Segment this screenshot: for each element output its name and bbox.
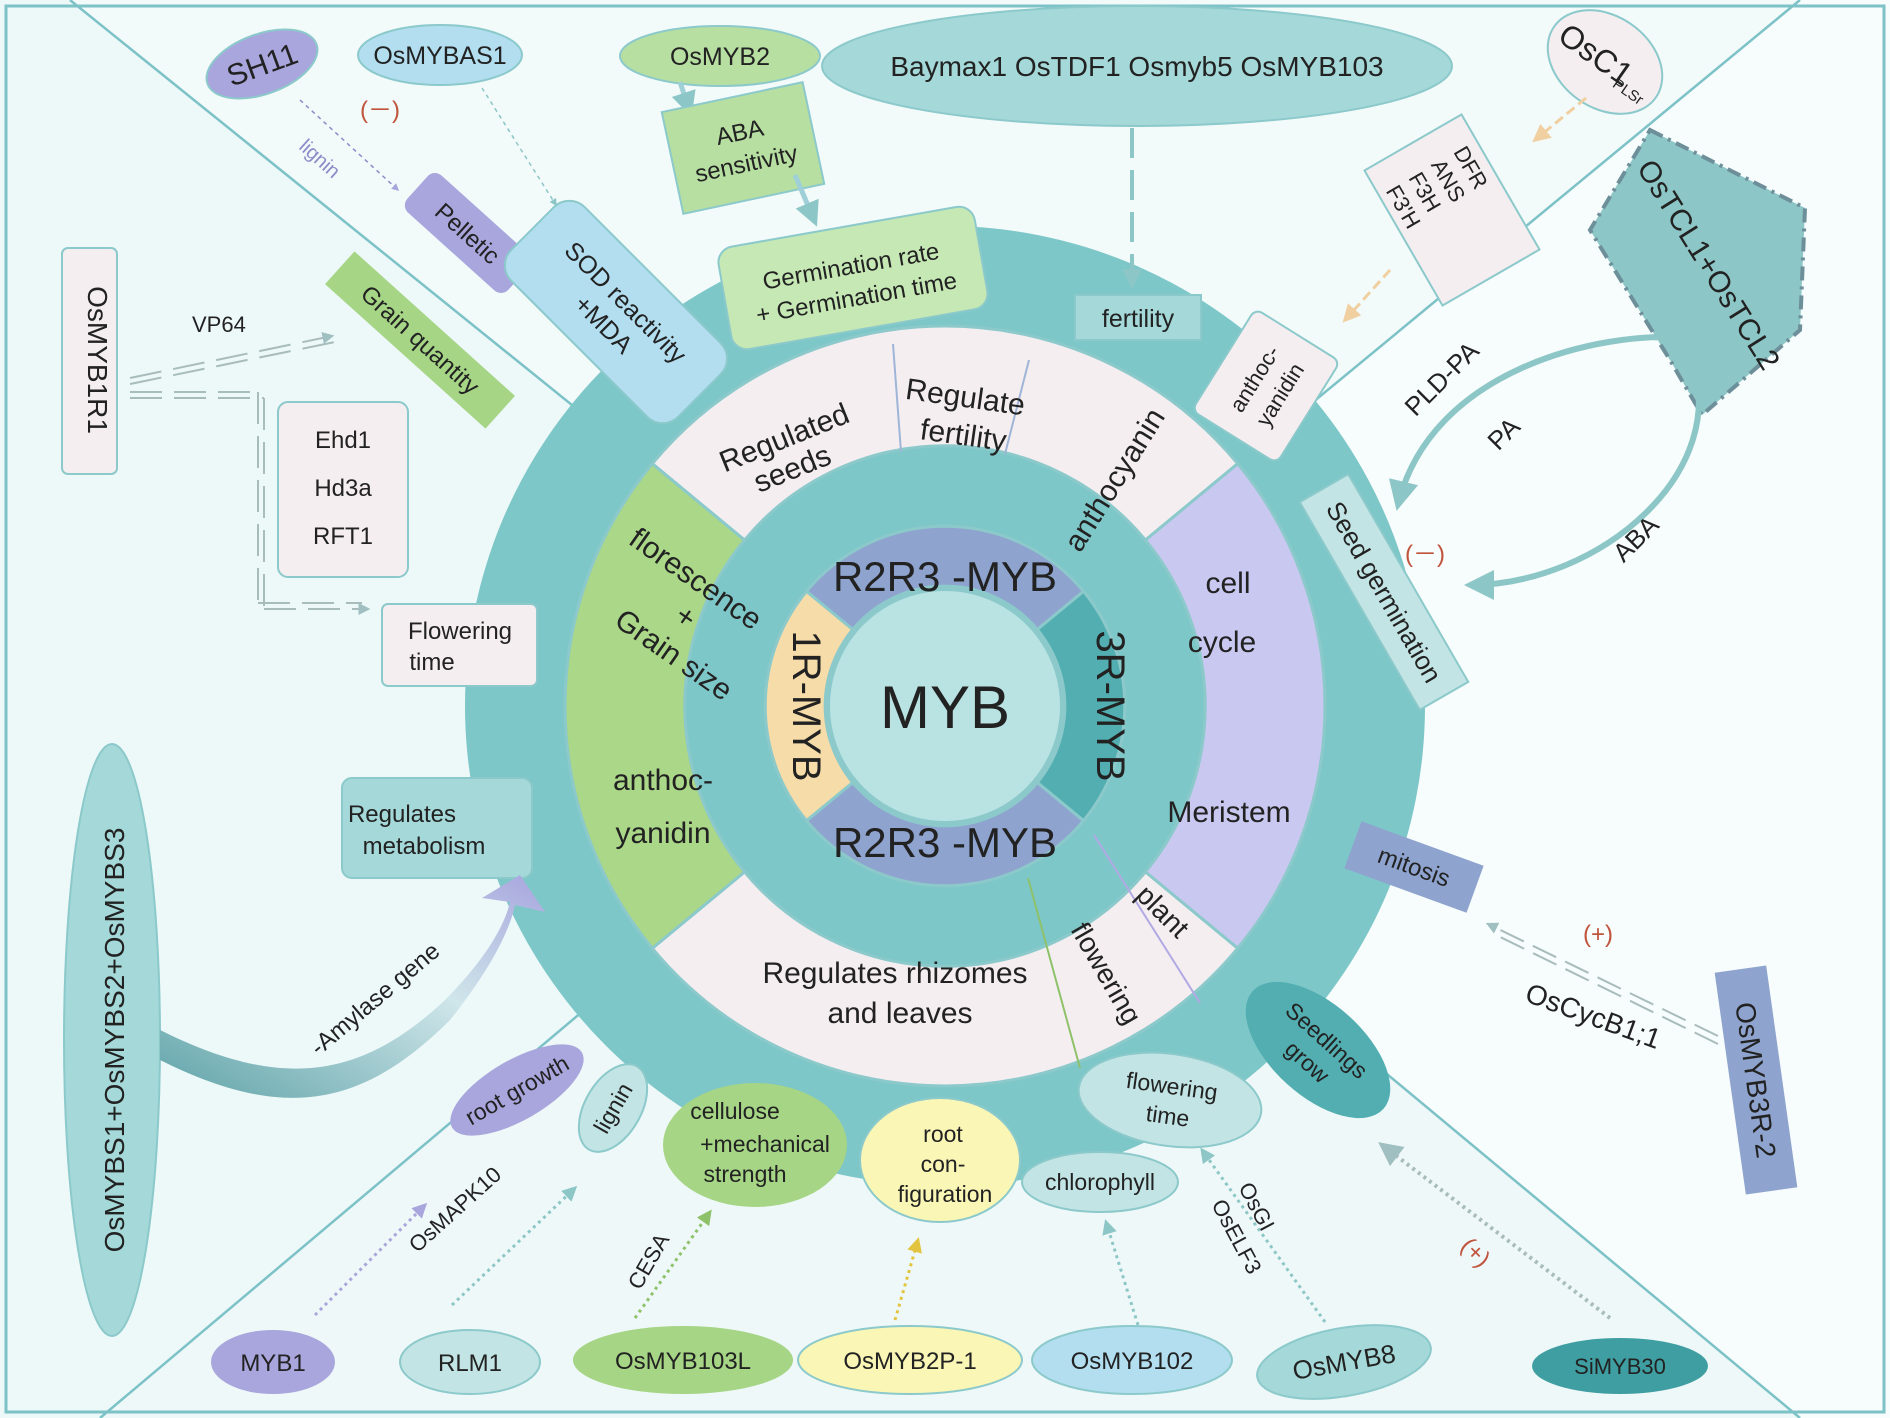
center-circle bbox=[826, 587, 1064, 825]
simyb30-node[interactable]: SiMYB30 bbox=[1532, 1338, 1708, 1394]
ring-bottom-label: R2R3 -MYB bbox=[833, 819, 1057, 866]
osmyb1r1-node[interactable]: OsMYB1R1 bbox=[61, 247, 118, 475]
ring-left-label: 1R-MYB bbox=[784, 630, 828, 781]
outer-anthocyanidin-l1: anthoc- bbox=[613, 764, 713, 797]
osmyb8-node[interactable]: OsMYB8 bbox=[1251, 1313, 1436, 1411]
ring-right-label: 3R-MYB bbox=[1088, 630, 1132, 781]
cellulose-node[interactable]: cellulose +mechanical strength bbox=[663, 1083, 847, 1207]
seedlings-node[interactable]: Seedlings grow bbox=[1222, 957, 1414, 1143]
ring-top-label: R2R3 -MYB bbox=[833, 553, 1057, 600]
outer-bottom-sector bbox=[650, 869, 1240, 1088]
outer-cell-l2: cycle bbox=[1188, 626, 1256, 659]
left-quadrant: OsMYB1R1 VP64 Grain quantity Ehd1 Hd3a R… bbox=[61, 247, 545, 1337]
osmyb102-label: OsMYB102 bbox=[1071, 1348, 1194, 1375]
ring-top bbox=[804, 524, 1086, 632]
outer-cell-l1: cell bbox=[1205, 567, 1250, 600]
myb1-label: MYB1 bbox=[240, 1350, 305, 1377]
osmybas1-label: OsMYBAS1 bbox=[373, 42, 506, 70]
outer-frame bbox=[4, 4, 1886, 1414]
gene-ehd1: Ehd1 bbox=[315, 427, 371, 454]
osmybs-node[interactable]: OsMYBS1+OsMYBS2+OsMYBS3 bbox=[63, 743, 161, 1337]
lignin-node[interactable]: lignin bbox=[565, 1052, 661, 1163]
cellulose-l1: cellulose bbox=[690, 1098, 780, 1124]
fertility-label: fertility bbox=[1102, 305, 1175, 333]
sh11-node[interactable]: SH11 bbox=[197, 16, 327, 112]
rlm1-node[interactable]: RLM1 bbox=[399, 1329, 541, 1395]
regulates-metabolism-node[interactable]: Regulates metabolism bbox=[341, 777, 533, 879]
rlm1-label: RLM1 bbox=[438, 1350, 502, 1377]
amylase-arrow bbox=[160, 875, 545, 1098]
osmyb102-node[interactable]: OsMYB102 bbox=[1031, 1325, 1233, 1395]
root-config-l3: figuration bbox=[898, 1181, 993, 1207]
outer-right-sector bbox=[1143, 461, 1327, 951]
myb-wheel: MYB R2R3 -MYB R2R3 -MYB 1R-MYB 3R-MYB Re… bbox=[465, 226, 1425, 1186]
gene-rft1: RFT1 bbox=[313, 523, 373, 550]
mitosis-plus: (+) bbox=[1583, 921, 1613, 948]
osmyb2p1-label: OsMYB2P-1 bbox=[843, 1348, 976, 1375]
center-label: MYB bbox=[880, 674, 1010, 741]
flowering-time-bottom-node[interactable]: flowering time bbox=[1072, 1042, 1267, 1159]
root-config-l2: con- bbox=[921, 1151, 966, 1177]
top-quadrant: SH11 (－) lignin Pelletic OsMYBAS1 SOD re… bbox=[197, 0, 1682, 464]
right-minus: (－) bbox=[1405, 541, 1445, 568]
cellulose-l3: strength bbox=[703, 1161, 786, 1187]
outer-rhizomes-l1: Regulates rhizomes bbox=[762, 957, 1027, 990]
aba-node[interactable]: ABA sensitivity bbox=[660, 80, 826, 216]
flowering-time-l2: time bbox=[409, 649, 454, 676]
osmyb1r1-label: OsMYB1R1 bbox=[82, 286, 113, 434]
outer-top-sector bbox=[650, 324, 1240, 543]
osmyb3r2-node[interactable]: OsMYB3R-2 bbox=[1714, 965, 1798, 1195]
regulates-metabolism-l1: Regulates bbox=[348, 801, 456, 828]
root-config-l1: root bbox=[923, 1121, 963, 1147]
myb1-node[interactable]: MYB1 bbox=[211, 1330, 335, 1394]
chlorophyll-node[interactable]: chlorophyll bbox=[1021, 1151, 1179, 1213]
regulates-metabolism-l2: metabolism bbox=[363, 833, 486, 860]
flowering-time-bottom-l2: time bbox=[1144, 1100, 1191, 1132]
dfr-node[interactable]: DFR ANS F3H F3'H bbox=[1363, 113, 1541, 307]
genes-node[interactable]: Ehd1 Hd3a RFT1 bbox=[277, 401, 409, 578]
outer-anthocyanidin-l2: yanidin bbox=[615, 817, 710, 850]
simyb30-label: SiMYB30 bbox=[1574, 1354, 1666, 1379]
gene-hd3a: Hd3a bbox=[314, 475, 372, 502]
outer-meristem: Meristem bbox=[1167, 796, 1290, 829]
vp64-label: VP64 bbox=[192, 312, 246, 337]
chlorophyll-label: chlorophyll bbox=[1045, 1169, 1155, 1195]
root-config-node[interactable]: root con- figuration bbox=[859, 1097, 1021, 1223]
cellulose-l2: +mechanical bbox=[700, 1131, 830, 1157]
osmyb103l-label: OsMYB103L bbox=[615, 1348, 751, 1375]
osmyb103l-node[interactable]: OsMYB103L bbox=[573, 1326, 793, 1394]
sh11-minus: (－) bbox=[360, 97, 400, 124]
baymax-label: Baymax1 OsTDF1 Osmyb5 OsMYB103 bbox=[890, 51, 1383, 82]
ring-bottom bbox=[804, 780, 1086, 888]
flowering-time-node[interactable]: Flowering time bbox=[381, 603, 538, 687]
flowering-time-l1: Flowering bbox=[408, 618, 512, 645]
anthoc-node[interactable]: anthoc- yanidin bbox=[1192, 309, 1340, 464]
ring-left bbox=[763, 589, 855, 823]
outer-left-sector bbox=[563, 461, 747, 951]
outer-rhizomes-l2: and leaves bbox=[827, 997, 972, 1030]
sod-node[interactable]: SOD reactivity +MDA bbox=[496, 192, 736, 432]
osmyb2-label: OsMYB2 bbox=[670, 43, 770, 71]
osmyb2p1-node[interactable]: OsMYB2P-1 bbox=[797, 1325, 1023, 1395]
osmybas1-node[interactable]: OsMYBAS1 bbox=[357, 24, 523, 86]
osc1-node[interactable]: OsC1 PLSr bbox=[1528, 0, 1682, 135]
germination-node[interactable]: Germination rate + Germination time bbox=[716, 204, 990, 352]
baymax-node[interactable]: Baymax1 OsTDF1 Osmyb5 OsMYB103 bbox=[821, 5, 1453, 127]
fertility-node[interactable]: fertility bbox=[1074, 294, 1202, 341]
osmybs-label: OsMYBS1+OsMYBS2+OsMYBS3 bbox=[99, 828, 130, 1253]
osmyb2-node[interactable]: OsMYB2 bbox=[619, 25, 821, 87]
